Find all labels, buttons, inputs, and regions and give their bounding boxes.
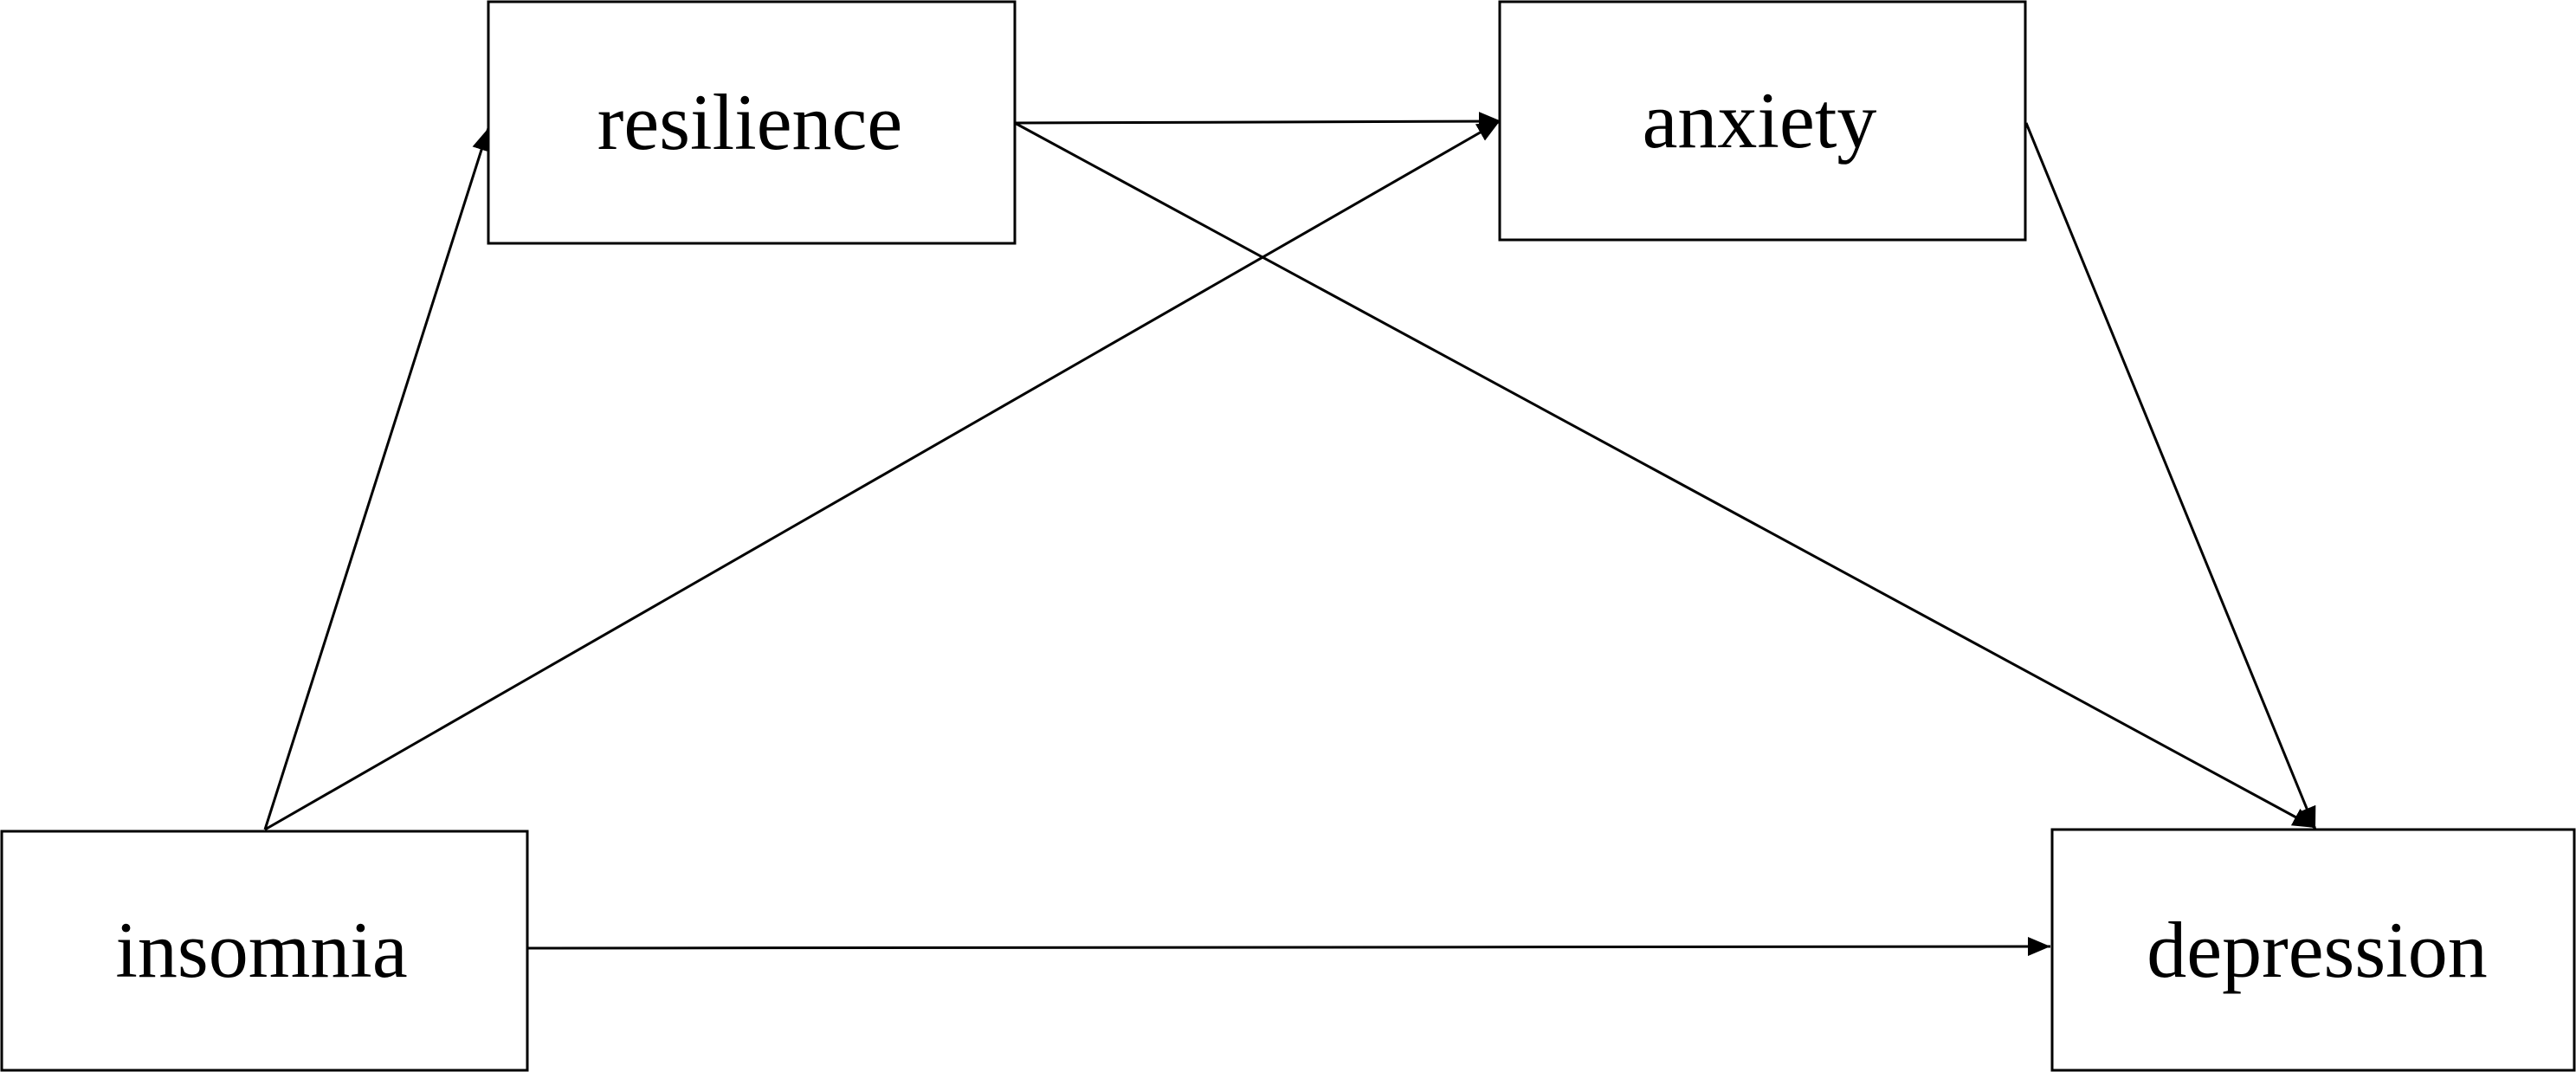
node-insomnia-label: insomnia xyxy=(115,906,407,994)
edge-insomnia-to-resilience xyxy=(263,127,491,830)
node-depression: depression xyxy=(2050,828,2576,1072)
node-anxiety: anxiety xyxy=(1498,0,2027,242)
edge-resilience-to-depression xyxy=(1014,121,2316,830)
node-resilience: resilience xyxy=(487,0,1017,245)
edge-insomnia-to-anxiety xyxy=(264,119,1501,831)
edge-resilience-to-anxiety xyxy=(1014,112,1502,132)
node-anxiety-label: anxiety xyxy=(1643,76,1877,165)
node-depression-label: depression xyxy=(2147,906,2487,994)
edge-insomnia-to-depression xyxy=(527,937,2051,957)
node-insomnia: insomnia xyxy=(0,830,529,1072)
node-resilience-label: resilience xyxy=(597,78,902,166)
edge-anxiety-to-depression xyxy=(2024,122,2317,830)
